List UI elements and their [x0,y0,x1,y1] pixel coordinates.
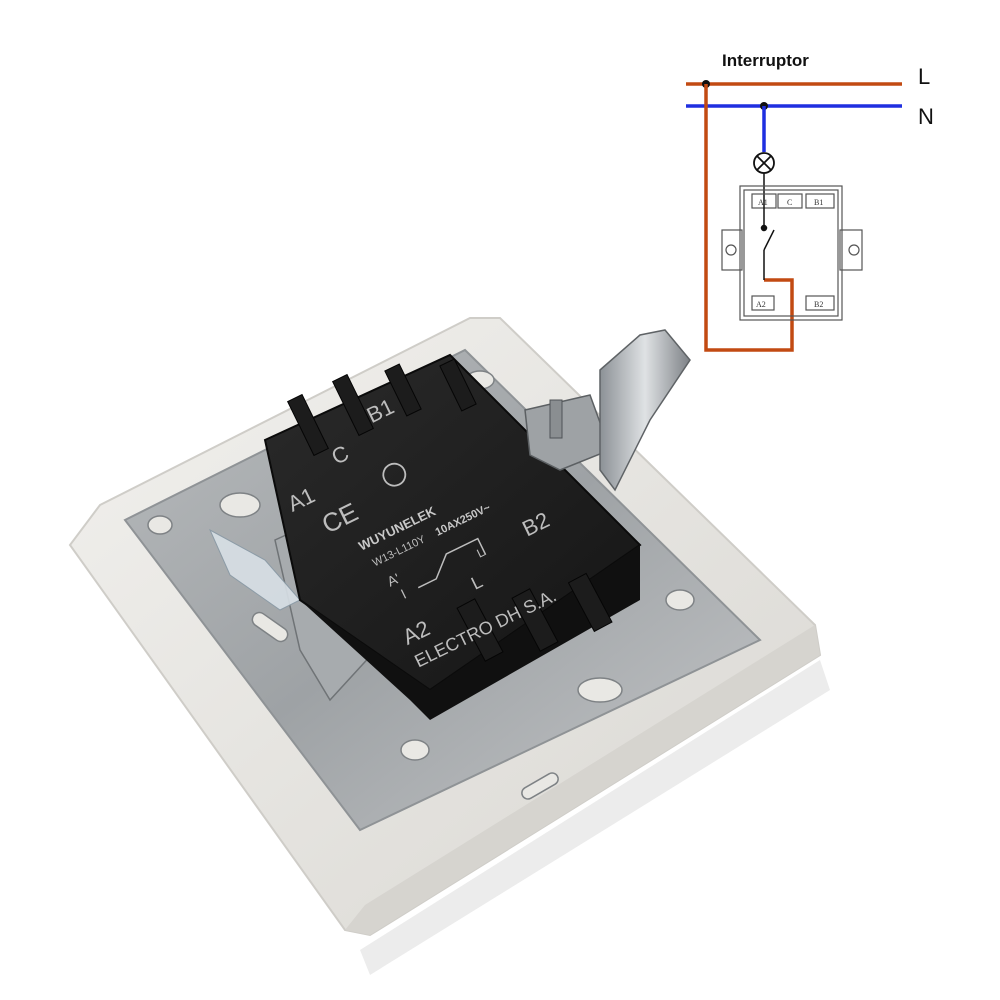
circuit-label-i: I [398,586,409,602]
cover-plate-edge [345,625,820,935]
live-wire-to-switch [704,84,794,352]
switch-outline-drawing [721,185,863,321]
switch-mechanism: A1 C B1 CE WUYUNELEK W13-L110Y 10AX250V~… [263,353,642,720]
terminal-a2-label: A2 [756,300,766,309]
terminal-b2-label: B2 [814,300,823,309]
terminal-c-label: C [787,198,792,207]
plate-shadow [360,660,830,975]
wall-switch-photo: A1 C B1 CE WUYUNELEK W13-L110Y 10AX250V~… [68,317,830,975]
neutral-line-label: N [918,104,934,129]
terminal-b1-label: B1 [814,198,823,207]
bent-metal-tab [599,329,691,492]
terminal-ridges [286,358,613,662]
terminal-a1-label: A1 [758,198,768,207]
live-line-label: L [918,64,930,89]
diagram-title: Interruptor [722,51,809,70]
wiring-diagram: Interruptor L N [686,51,934,352]
safety-cert-icon [382,462,407,487]
switch-contact-symbol [760,196,775,280]
right-terminal [524,329,691,492]
mechanism-front-face [300,545,640,720]
circuit-symbol [417,537,487,589]
lamp-icon [753,152,775,174]
